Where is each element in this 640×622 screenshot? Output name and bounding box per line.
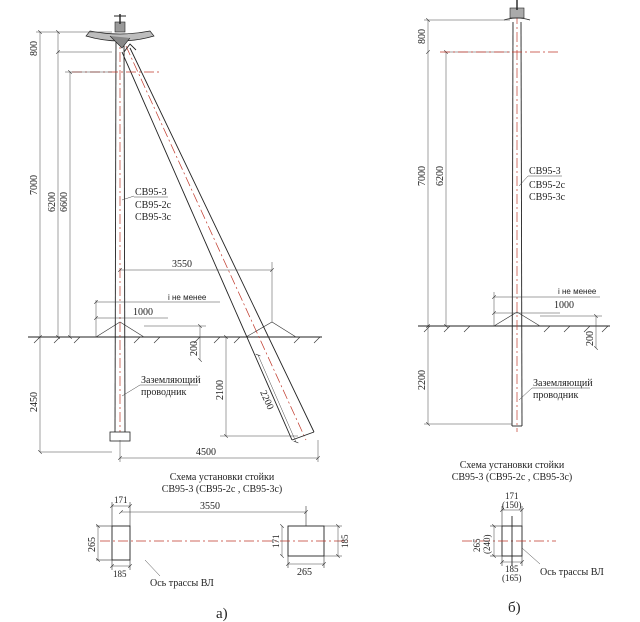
dim-200-b: 200 [585,331,596,346]
plan-view-a [95,502,348,577]
plan-a-171-top: 171 [114,495,128,505]
pole-type-b-2: СВ95-2с [529,180,566,191]
dimension-lines-a [36,29,321,462]
dim-2450-a: 2450 [29,392,40,412]
pole-head-a [85,14,155,49]
dim-200-a: 200 [189,341,200,356]
plan-a-3550: 3550 [200,501,220,512]
pole-type-b-1: СВ95-3 [529,166,561,177]
plan-a-185-left: 185 [113,569,127,579]
figure-b: 800 7000 6200 2200 200 1000 i не менее С… [417,0,610,616]
caption-b-2: СВ95-3 (СВ95-2с , СВ95-3с) [452,472,573,483]
pole-type-a-3: СВ95-3с [135,212,172,223]
slope-note-b: i не менее [558,287,597,296]
main-pole-a [109,34,131,442]
dim-6200-a: 6200 [47,192,58,212]
dim-2200-b: 2200 [417,370,428,390]
dim-1000-b: 1000 [554,300,574,311]
dim-800-b: 800 [417,29,428,44]
caption-a-1: Схема установки стойки [170,472,275,483]
slope-note-a: i не менее [168,293,207,302]
dim-2100-a: 2100 [215,380,226,400]
dim-800-a: 800 [29,41,40,56]
dim-7000-b: 7000 [417,166,428,186]
dim-6200-b: 6200 [435,166,446,186]
plan-b-150: (150) [502,500,522,510]
figure-a-label: а) [216,606,228,622]
ground-line-a [28,336,322,344]
plan-a-265-left: 265 [87,537,98,552]
caption-b-1: Схема установки стойки [460,460,565,471]
soil-mound-b [493,311,541,327]
dim-2200-a: 2200 [257,389,275,412]
plan-b-240: (240) [482,535,492,555]
plan-a-185-right: 185 [340,534,350,548]
dim-7000-a: 7000 [29,175,40,195]
ground-label-a-1: Заземляющий [141,375,201,386]
dim-4500-a: 4500 [196,447,216,458]
plan-a-265-right: 265 [297,567,312,578]
ground-label-b-1: Заземляющий [533,378,593,389]
plan-b-265: 265 [472,538,482,552]
pole-type-a-2: СВ95-2с [135,200,172,211]
main-pole-b [511,14,523,432]
plan-b-axis-label: Ось трассы ВЛ [540,567,604,578]
dim-3550-a: 3550 [172,259,192,270]
dimension-lines-b [424,17,602,427]
pole-type-b-3: СВ95-3с [529,192,566,203]
caption-a-2: СВ95-3 (СВ95-2с , СВ95-3с) [162,484,283,495]
pole-head-b [503,0,531,21]
plan-b-185: 185 [505,564,519,574]
figure-a: 800 7000 6200 6600 2450 200 2100 2200 35… [28,14,350,622]
ground-label-b-2: проводник [533,390,579,401]
dim-6600-a: 6600 [59,192,70,212]
ground-label-a-2: проводник [141,387,187,398]
plan-b-171: 171 [505,491,519,501]
plan-a-171-right: 171 [271,535,281,549]
plan-a-axis-label: Ось трассы ВЛ [150,578,214,589]
dim-1000-a: 1000 [133,307,153,318]
pole-type-a-1: СВ95-3 [135,187,167,198]
figure-b-label: б) [508,600,521,616]
plan-b-165: (165) [502,573,522,583]
plan-view-b [462,506,556,566]
ground-line-b [418,325,610,333]
